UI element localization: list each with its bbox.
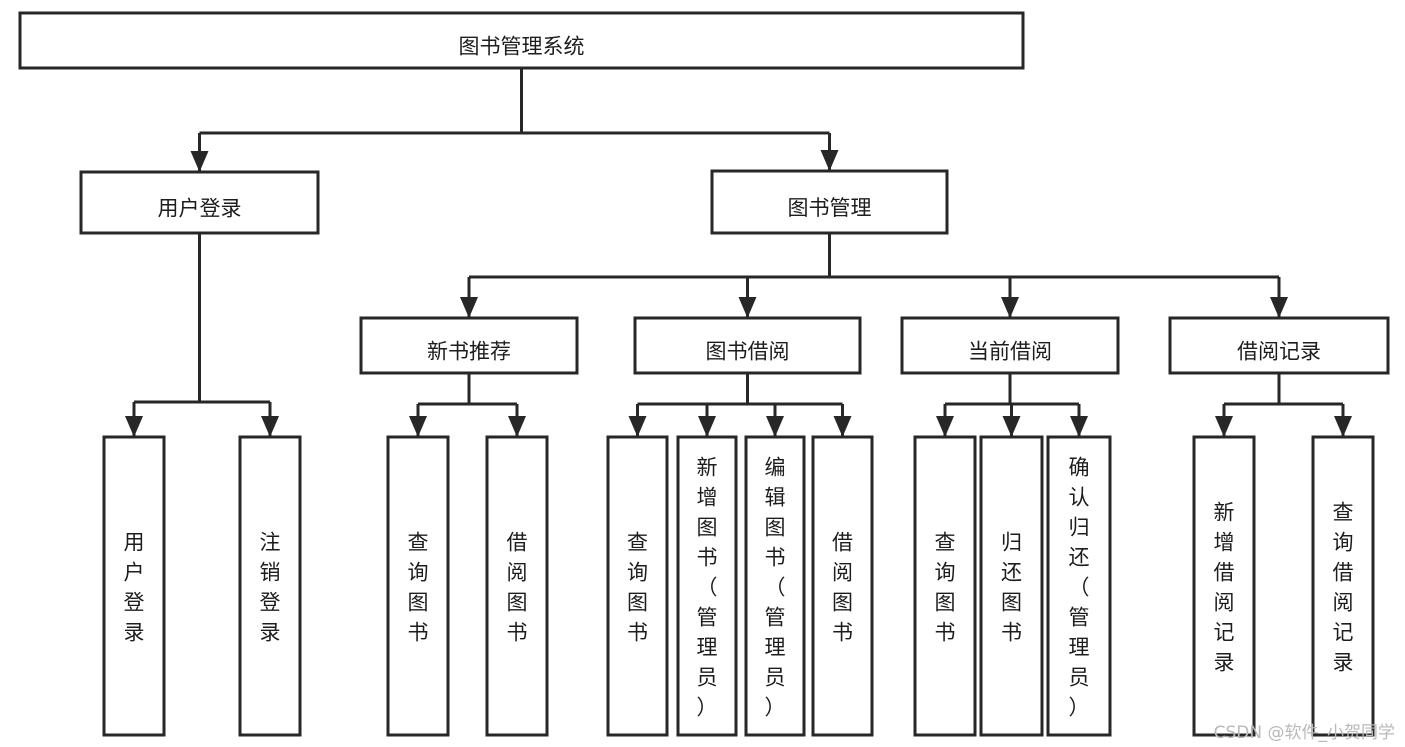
book-manage-to-level3-arrow-0 xyxy=(460,297,478,318)
node-book-borrow[interactable]: 图书借阅 xyxy=(633,316,862,375)
node-leaf-confirm-return-box xyxy=(1046,435,1112,737)
root-to-level2-arrow-0 xyxy=(190,151,209,172)
book-borrow-to-leaves-arrow-3 xyxy=(833,416,852,437)
node-current-borrow[interactable]: 当前借阅 xyxy=(900,316,1120,375)
node-leaf-add-record-box xyxy=(1192,435,1256,737)
node-borrow-record-label: 借阅记录 xyxy=(1237,340,1321,364)
node-leaf-user-login[interactable]: 用户登录 xyxy=(102,435,166,737)
node-book-manage-label: 图书管理 xyxy=(788,196,872,220)
node-leaf-query-book-1[interactable]: 查询图书 xyxy=(386,435,450,737)
node-leaf-user-logout[interactable]: 注销登录 xyxy=(238,435,302,737)
node-leaf-borrow-book-1-box xyxy=(485,435,549,737)
node-leaf-user-login-box xyxy=(102,435,166,737)
node-leaf-add-record[interactable]: 新增借阅记录 xyxy=(1192,435,1256,737)
node-user-login-box xyxy=(79,170,320,235)
node-leaf-add-record-label: 新增借阅记录 xyxy=(1214,500,1235,674)
node-leaf-borrow-book-2[interactable]: 借阅图书 xyxy=(811,435,874,737)
node-root-system-title-box xyxy=(18,11,1025,70)
node-new-book-rec[interactable]: 新书推荐 xyxy=(359,316,579,375)
node-leaf-add-book-box xyxy=(676,435,738,737)
node-leaf-query-book-1-label: 查询图书 xyxy=(408,530,429,644)
node-leaf-borrow-book-2-box xyxy=(811,435,874,737)
node-leaf-query-book-3-box xyxy=(913,435,977,737)
node-leaf-query-record-box xyxy=(1311,435,1375,737)
book-manage-to-level3-arrow-3 xyxy=(1270,297,1288,318)
node-root-system-title[interactable]: 图书管理系统 xyxy=(18,11,1025,70)
node-leaf-query-record[interactable]: 查询借阅记录 xyxy=(1311,435,1375,737)
node-leaf-user-logout-label: 注销登录 xyxy=(260,530,281,644)
node-leaf-user-login-label: 用户登录 xyxy=(124,530,145,644)
node-book-manage[interactable]: 图书管理 xyxy=(710,169,949,235)
node-leaf-query-book-2-label: 查询图书 xyxy=(627,530,648,644)
node-boxes: 图书管理系统用户登录图书管理新书推荐图书借阅当前借阅借阅记录用户登录注销登录查询… xyxy=(18,11,1390,737)
node-borrow-record-box xyxy=(1168,316,1390,375)
node-current-borrow-box xyxy=(900,316,1120,375)
node-leaf-confirm-return-label: 确认归还（管理员） xyxy=(1069,455,1090,719)
borrow-record-to-leaves-arrow-0 xyxy=(1215,416,1233,437)
node-leaf-borrow-book-1-label: 借阅图书 xyxy=(507,530,528,644)
node-root-system-title-label: 图书管理系统 xyxy=(459,35,585,59)
new-book-rec-to-leaves-arrow-1 xyxy=(508,416,526,437)
node-leaf-return-book[interactable]: 归还图书 xyxy=(979,435,1044,737)
node-user-login-label: 用户登录 xyxy=(158,197,242,221)
node-book-borrow-box xyxy=(633,316,862,375)
node-new-book-rec-label: 新书推荐 xyxy=(427,340,511,364)
node-new-book-rec-box xyxy=(359,316,579,375)
node-book-manage-box xyxy=(710,169,949,235)
current-borrow-to-leaves-arrow-1 xyxy=(1002,416,1021,437)
node-current-borrow-label: 当前借阅 xyxy=(968,340,1052,364)
node-user-login[interactable]: 用户登录 xyxy=(79,170,320,235)
book-borrow-to-leaves-arrow-2 xyxy=(766,416,784,437)
node-leaf-edit-book-label: 编辑图书（管理员） xyxy=(765,455,786,719)
user-login-to-leaves-arrow-0 xyxy=(125,416,143,437)
node-leaf-return-book-label: 归还图书 xyxy=(1001,530,1022,644)
node-leaf-query-book-3[interactable]: 查询图书 xyxy=(913,435,977,737)
user-login-to-leaves-arrow-1 xyxy=(261,416,279,437)
node-leaf-edit-book-box xyxy=(744,435,806,737)
node-leaf-query-book-2[interactable]: 查询图书 xyxy=(606,435,669,737)
book-borrow-to-leaves-arrow-1 xyxy=(698,416,716,437)
book-borrow-to-leaves-arrow-0 xyxy=(628,416,647,437)
node-leaf-query-book-2-box xyxy=(606,435,669,737)
node-borrow-record[interactable]: 借阅记录 xyxy=(1168,316,1390,375)
node-leaf-add-book[interactable]: 新增图书（管理员） xyxy=(676,435,738,737)
borrow-record-to-leaves-arrow-1 xyxy=(1334,416,1352,437)
node-leaf-confirm-return[interactable]: 确认归还（管理员） xyxy=(1046,435,1112,737)
node-leaf-user-logout-box xyxy=(238,435,302,737)
new-book-rec-to-leaves-arrow-0 xyxy=(409,416,427,437)
current-borrow-to-leaves-arrow-2 xyxy=(1070,416,1088,437)
node-leaf-edit-book[interactable]: 编辑图书（管理员） xyxy=(744,435,806,737)
book-manage-to-level3-arrow-2 xyxy=(1001,297,1019,318)
node-leaf-return-book-box xyxy=(979,435,1044,737)
node-leaf-query-book-3-label: 查询图书 xyxy=(935,530,956,644)
node-leaf-add-book-label: 新增图书（管理员） xyxy=(697,455,718,719)
connector-edges xyxy=(125,68,1352,437)
root-to-level2-arrow-1 xyxy=(820,150,839,171)
node-leaf-borrow-book-2-label: 借阅图书 xyxy=(832,530,853,644)
node-leaf-borrow-book-1[interactable]: 借阅图书 xyxy=(485,435,549,737)
node-leaf-query-book-1-box xyxy=(386,435,450,737)
node-leaf-query-record-label: 查询借阅记录 xyxy=(1333,500,1354,674)
book-manage-to-level3-arrow-1 xyxy=(738,297,757,318)
current-borrow-to-leaves-arrow-0 xyxy=(936,416,954,437)
node-book-borrow-label: 图书借阅 xyxy=(706,340,790,364)
